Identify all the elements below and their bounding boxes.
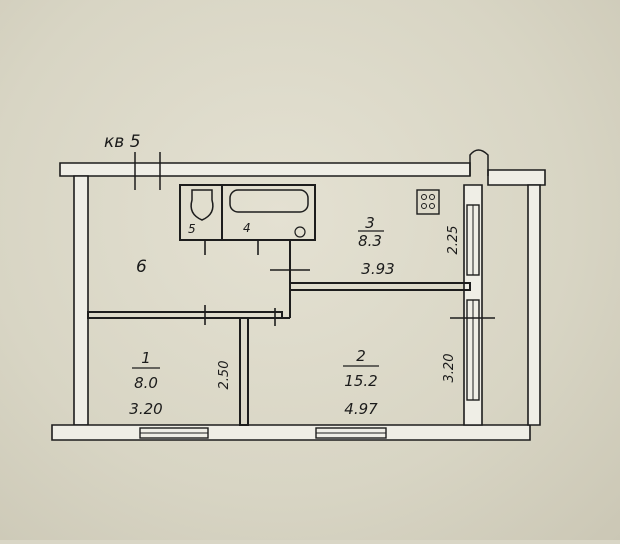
balcony-wall: [527, 184, 541, 426]
entrance-mark: [134, 152, 161, 190]
hall-partition: [87, 311, 283, 319]
room-2-width: 4.97: [344, 400, 378, 418]
windows: [139, 204, 480, 439]
room-4-number: 4: [243, 221, 251, 235]
room-2-number: 2: [356, 347, 366, 365]
room-3-width: 3.93: [361, 260, 394, 278]
room-3-number: 3: [365, 214, 375, 232]
door-marks: [204, 240, 495, 326]
room-5-number: 5: [188, 222, 196, 236]
room-1-width: 3.20: [129, 400, 162, 418]
room-6-number: 6: [136, 257, 147, 277]
top-wall: [59, 162, 471, 177]
toilet: [190, 189, 214, 221]
bottom-wall: [51, 424, 531, 441]
room-2-depth: 3.20: [442, 354, 457, 383]
interior-walls: [87, 184, 471, 426]
top-wall-right: [487, 169, 546, 186]
room-1-number: 1: [141, 349, 151, 367]
kitchen-partition: [289, 282, 471, 291]
bathroom-block: [179, 184, 316, 241]
room1-room2-partition: [239, 317, 249, 426]
outer-walls: [51, 162, 546, 441]
room-2-area: 15.2: [344, 372, 377, 390]
apartment-label: кв 5: [104, 132, 141, 152]
stove: [416, 189, 440, 215]
room-1-depth: 2.50: [217, 361, 232, 390]
left-wall: [73, 175, 89, 426]
room-1-area: 8.0: [134, 374, 158, 392]
room-3-area: 8.3: [358, 232, 382, 250]
sink-drain: [294, 226, 306, 238]
vent-shaft: [469, 149, 489, 176]
room-3-depth: 2.25: [446, 226, 461, 255]
bathtub: [229, 189, 309, 213]
